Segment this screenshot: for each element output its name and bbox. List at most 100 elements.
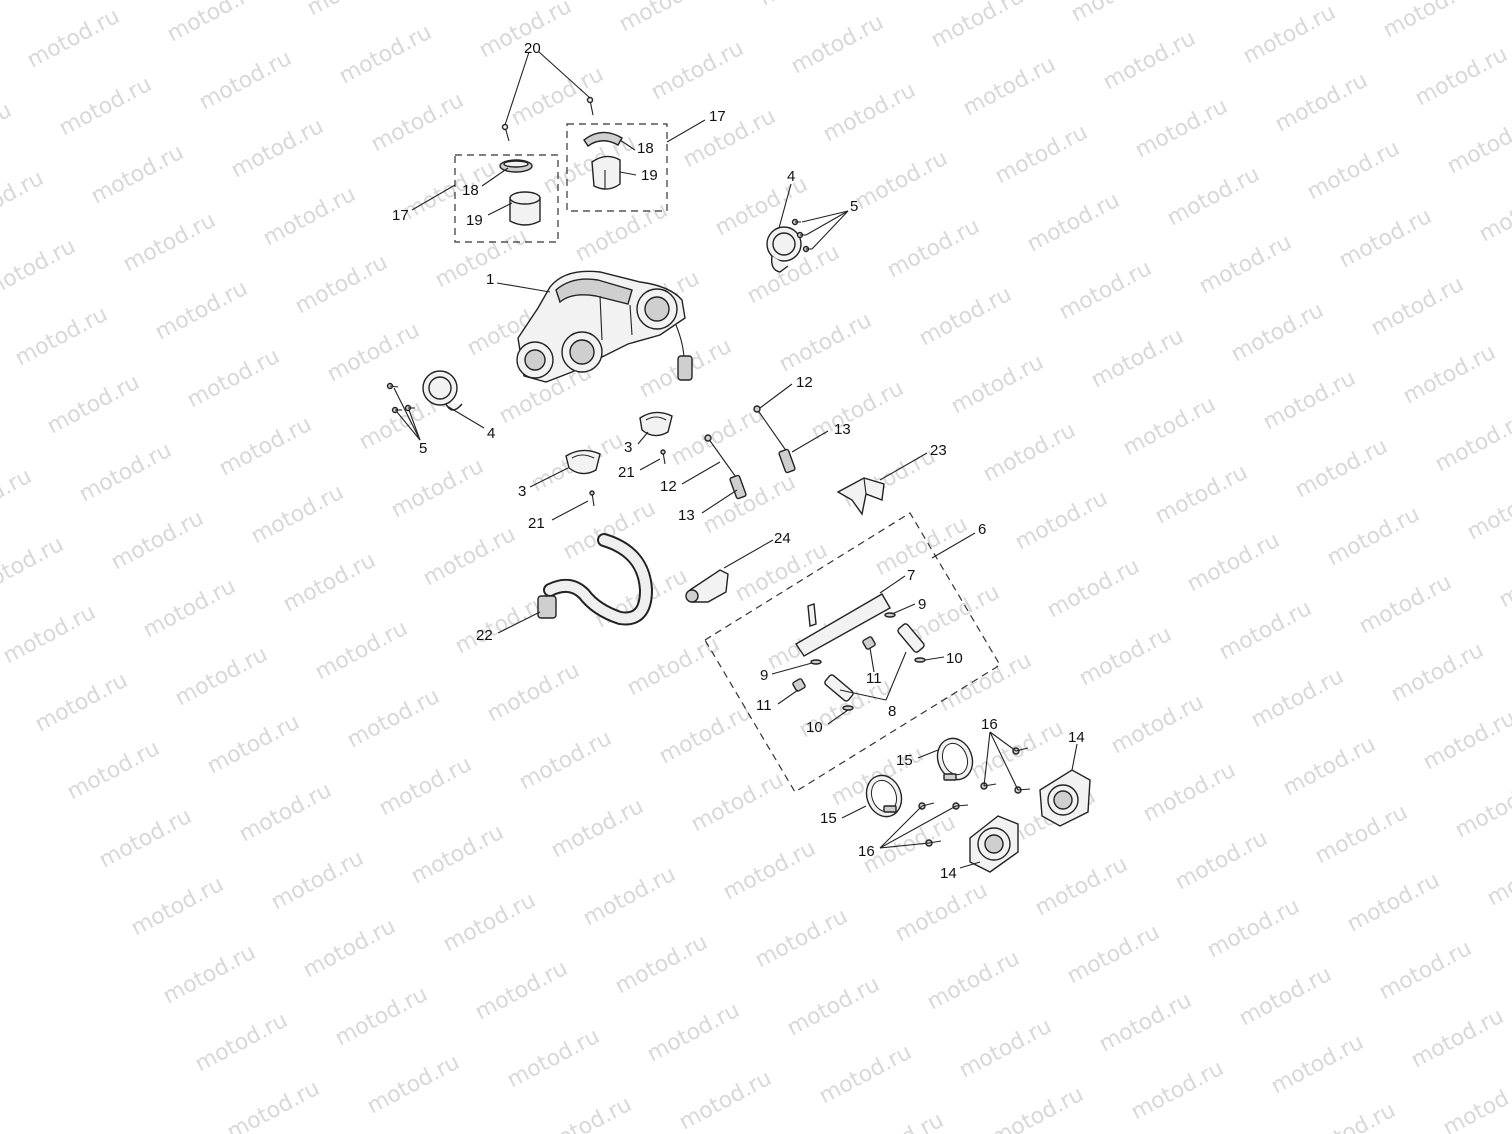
watermark-text: motod.ru <box>515 726 616 795</box>
watermark-text: motod.ru <box>1443 110 1512 179</box>
watermark-text: motod.ru <box>719 836 820 905</box>
watermark-text: motod.ru <box>1303 136 1404 205</box>
watermark-text: motod.ru <box>667 402 768 471</box>
watermark-text: motod.ru <box>751 904 852 973</box>
watermark-text: motod.ru <box>399 156 500 225</box>
watermark-text: motod.ru <box>247 480 348 549</box>
watermark-text: motod.ru <box>623 632 724 701</box>
watermark-text: motod.ru <box>1063 920 1164 989</box>
watermark-text: motod.ru <box>1163 162 1264 231</box>
callout-18-right: 18 <box>637 140 654 157</box>
watermark-text: motod.ru <box>127 872 228 941</box>
callout-10-upper: 10 <box>946 650 963 667</box>
watermark-text: motod.ru <box>235 778 336 847</box>
watermark-text: motod.ru <box>1431 408 1512 477</box>
part-14-adapter-lower <box>969 815 1019 873</box>
part-11-clip-lower <box>792 678 806 692</box>
watermark-text: motod.ru <box>55 72 156 141</box>
watermark-text: motod.ru <box>0 166 48 235</box>
watermark-text: motod.ru <box>1419 706 1512 775</box>
part-18-seal-left <box>499 159 533 173</box>
callout-9-upper: 9 <box>918 596 926 613</box>
callout-22: 22 <box>476 627 493 644</box>
watermark-text: motod.ru <box>279 548 380 617</box>
watermark-text: motod.ru <box>1055 256 1156 325</box>
watermark-text: motod.ru <box>1475 178 1512 247</box>
callout-13-right: 13 <box>834 421 851 438</box>
watermark-text: motod.ru <box>1323 502 1424 571</box>
watermark-text: motod.ru <box>1387 638 1488 707</box>
part-19-sleeve-right <box>591 155 621 190</box>
part-5-screws-right <box>791 218 812 253</box>
part-24-connector <box>685 569 729 603</box>
part-7-fuel-rail <box>795 593 891 657</box>
watermark-text: motod.ru <box>75 438 176 507</box>
watermark-text: motod.ru <box>1463 476 1512 545</box>
watermark-text: motod.ru <box>1495 544 1512 613</box>
callout-3-upper: 3 <box>624 439 632 456</box>
watermark-text: motod.ru <box>0 396 4 465</box>
watermark-text: motod.ru <box>259 182 360 251</box>
watermark-text: motod.ru <box>367 88 468 157</box>
watermark-text: motod.ru <box>1127 1056 1228 1125</box>
watermark-text: motod.ru <box>1247 664 1348 733</box>
callout-24: 24 <box>774 530 791 547</box>
watermark-text: motod.ru <box>0 98 16 167</box>
watermark-text: motod.ru <box>159 940 260 1009</box>
part-21-pin-lower <box>589 490 595 507</box>
watermark-text: motod.ru <box>471 956 572 1025</box>
callout-17-right: 17 <box>709 108 726 125</box>
watermark-text: motod.ru <box>1207 0 1308 1</box>
watermark-text: motod.ru <box>1267 1030 1368 1099</box>
watermark-text: motod.ru <box>1067 0 1168 27</box>
watermark-text: motod.ru <box>119 208 220 277</box>
callout-7: 7 <box>907 567 915 584</box>
watermark-text: motod.ru <box>959 52 1060 121</box>
watermark-text: motod.ru <box>503 1024 604 1093</box>
watermark-text: motod.ru <box>95 804 196 873</box>
watermark-text: motod.ru <box>139 574 240 643</box>
watermark-text: motod.ru <box>215 412 316 481</box>
watermark-text: motod.ru <box>991 120 1092 189</box>
watermark-text: motod.ru <box>1215 596 1316 665</box>
group-box-6-fuel-rail <box>704 512 1001 793</box>
watermark-text: motod.ru <box>1367 272 1468 341</box>
watermark-text: motod.ru <box>311 616 412 685</box>
part-22-hose <box>537 533 654 626</box>
watermark-text: motod.ru <box>915 282 1016 351</box>
part-12-rod-right <box>753 405 788 453</box>
watermark-text: motod.ru <box>947 350 1048 419</box>
watermark-text: motod.ru <box>431 224 532 293</box>
watermark-text: motod.ru <box>1131 94 1232 163</box>
watermark-text: motod.ru <box>291 250 392 319</box>
callout-10-lower: 10 <box>806 719 823 736</box>
part-8-injector-upper <box>897 623 925 653</box>
callout-12-left: 12 <box>660 478 677 495</box>
watermark-text: motod.ru <box>847 1108 948 1134</box>
watermark-text: motod.ru <box>1239 0 1340 69</box>
watermark-text: motod.ru <box>31 668 132 737</box>
watermark-text: motod.ru <box>1407 1004 1508 1073</box>
watermark-text: motod.ru <box>163 0 264 47</box>
watermark-text: motod.ru <box>1011 486 1112 555</box>
watermark-text: motod.ru <box>675 1066 776 1134</box>
watermark-text: motod.ru <box>1075 622 1176 691</box>
watermark-text: motod.ru <box>579 862 680 931</box>
part-15-hose-clamp-lower <box>865 774 903 818</box>
watermark-text: motod.ru <box>223 1076 324 1134</box>
callout-19-left: 19 <box>466 212 483 229</box>
watermark-text: motod.ru <box>451 590 552 659</box>
watermark-text: motod.ru <box>43 370 144 439</box>
watermark-text: motod.ru <box>107 506 208 575</box>
watermark-text: motod.ru <box>1203 894 1304 963</box>
watermark-text: motod.ru <box>1411 42 1512 111</box>
part-21-pin-upper <box>660 449 666 465</box>
watermark-text: motod.ru <box>11 302 112 371</box>
watermark-text: motod.ru <box>1399 340 1500 409</box>
watermark-text: motod.ru <box>711 172 812 241</box>
callout-19-right: 19 <box>641 167 658 184</box>
callout-21-upper: 21 <box>618 464 635 481</box>
part-4-cover-left <box>422 370 463 411</box>
watermark-text: motod.ru <box>0 234 80 303</box>
watermark-text: motod.ru <box>647 36 748 105</box>
